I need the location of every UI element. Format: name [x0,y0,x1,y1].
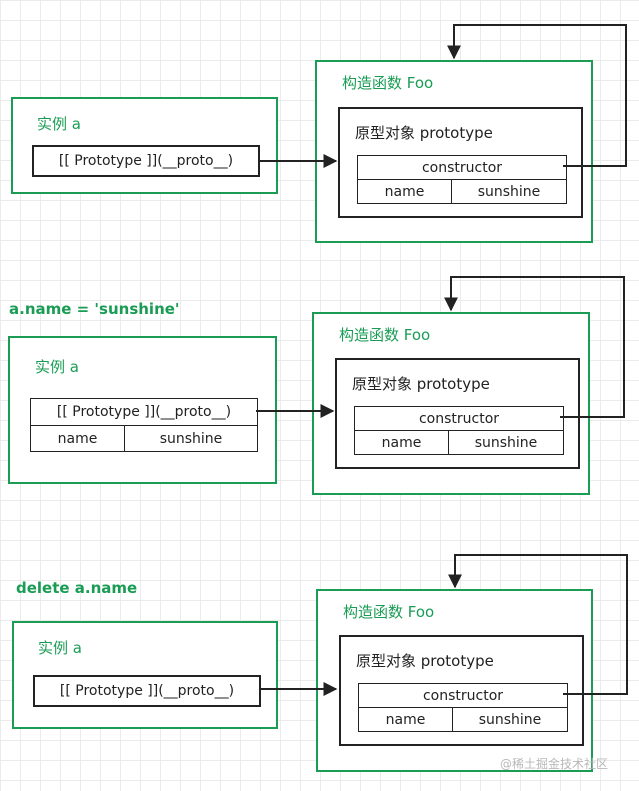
prototype-box: 原型对象 prototype constructor name sunshine [335,358,580,469]
constructor-loop-arrow [447,24,627,167]
instance-box: 实例 a [[ Prototype ]](__proto__) name sun… [8,336,277,484]
prototype-prop-value-cell: sunshine [448,430,564,455]
own-prop-name-cell: name [30,425,125,452]
constructor-box: 构造函数 Foo 原型对象 prototype constructor name… [316,589,593,772]
constructor-title: 构造函数 Foo [342,74,434,92]
step-label: a.name = 'sunshine' [9,300,180,318]
constructor-cell: constructor [358,683,568,708]
constructor-loop-arrow [448,554,628,695]
proto-link-cell: [[ Prototype ]](__proto__) [33,675,261,707]
instance-title: 实例 a [38,639,82,657]
constructor-loop-arrow [444,276,625,418]
prototype-title: 原型对象 prototype [355,124,493,142]
prototype-title: 原型对象 prototype [356,652,494,670]
instance-box: 实例 a [[ Prototype ]](__proto__) [11,97,278,194]
prototype-prop-name-cell: name [357,179,452,204]
step-label: delete a.name [16,579,138,597]
watermark: @稀土掘金技术社区 [500,757,609,771]
prototype-prop-value-cell: sunshine [451,179,567,204]
instance-box: 实例 a [[ Prototype ]](__proto__) [12,621,278,729]
prototype-title: 原型对象 prototype [352,375,490,393]
constructor-title: 构造函数 Foo [339,326,431,344]
prototype-prop-value-cell: sunshine [452,707,568,732]
constructor-title: 构造函数 Foo [343,603,435,621]
proto-link-cell: [[ Prototype ]](__proto__) [32,145,260,177]
prototype-prop-name-cell: name [354,430,449,455]
prototype-box: 原型对象 prototype constructor name sunshine [338,107,583,218]
instance-title: 实例 a [35,358,79,376]
prototype-prop-name-cell: name [358,707,453,732]
constructor-box: 构造函数 Foo 原型对象 prototype constructor name… [315,60,593,243]
instance-title: 实例 a [37,115,81,133]
own-prop-value-cell: sunshine [124,425,258,452]
constructor-cell: constructor [357,155,567,180]
constructor-box: 构造函数 Foo 原型对象 prototype constructor name… [312,312,590,495]
prototype-box: 原型对象 prototype constructor name sunshine [339,635,584,746]
